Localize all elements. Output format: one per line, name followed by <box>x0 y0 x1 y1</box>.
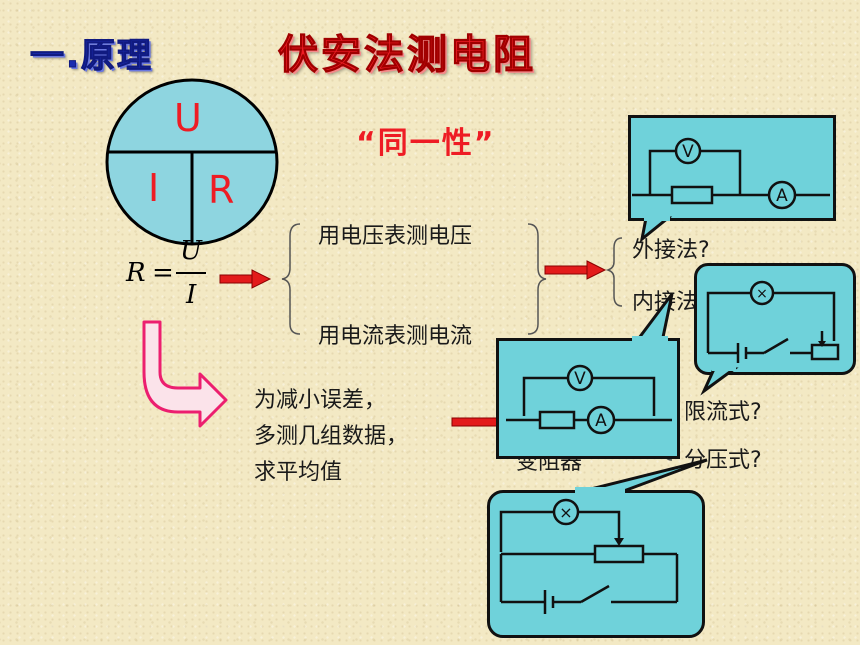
external-connection-text: 外接法? <box>632 238 710 263</box>
external-circuit-diagram: V A <box>632 137 830 243</box>
formula-equals: = <box>152 258 174 288</box>
ohm-circle-diagram <box>105 78 279 246</box>
callout-divider-circuit <box>487 490 705 638</box>
brace-right <box>527 223 547 335</box>
formula-fraction-bar <box>176 272 206 274</box>
circle-label-u: U <box>174 96 202 140</box>
arrow-right-2 <box>544 260 607 280</box>
ammeter-label-2: A <box>595 411 607 431</box>
svg-text:×: × <box>756 286 768 302</box>
limit-mode-text: 限流式? <box>684 400 762 425</box>
page-subtitle: “同一性” <box>356 126 496 161</box>
voltmeter-label-1: V <box>682 142 694 162</box>
callout-external-circuit <box>628 115 836 221</box>
brace-left <box>281 223 301 335</box>
averaging-line-3: 求平均值 <box>254 460 343 485</box>
section-heading: 一.原理 <box>30 36 153 77</box>
formula-denominator: I <box>186 280 197 310</box>
averaging-line-1: 为减小误差， <box>254 388 387 413</box>
formula-r: R <box>126 258 146 288</box>
divider-mode-text: 分压式? <box>684 448 762 473</box>
voltmeter-label-2: V <box>574 369 586 389</box>
limit-circuit-diagram: × <box>700 280 840 396</box>
averaging-line-2: 多测几组数据， <box>254 424 409 449</box>
divider-circuit-diagram: × <box>499 458 708 614</box>
current-measure-text: 用电流表测电流 <box>318 324 473 349</box>
circle-label-i: I <box>148 166 160 210</box>
arrow-right-3 <box>451 417 503 427</box>
ammeter-label-1: A <box>776 186 788 206</box>
page-title: 伏安法测电阻 <box>278 32 536 79</box>
formula-numerator: U <box>180 236 202 266</box>
arrow-right-1 <box>219 269 272 289</box>
svg-text:×: × <box>559 503 572 522</box>
callout-internal-circuit <box>496 338 680 459</box>
internal-circuit-diagram: V A <box>506 293 674 435</box>
voltage-measure-text: 用电压表测电压 <box>318 224 473 249</box>
curved-arrow <box>142 320 228 428</box>
brace-connection <box>605 237 623 307</box>
circle-label-r: R <box>208 168 235 212</box>
